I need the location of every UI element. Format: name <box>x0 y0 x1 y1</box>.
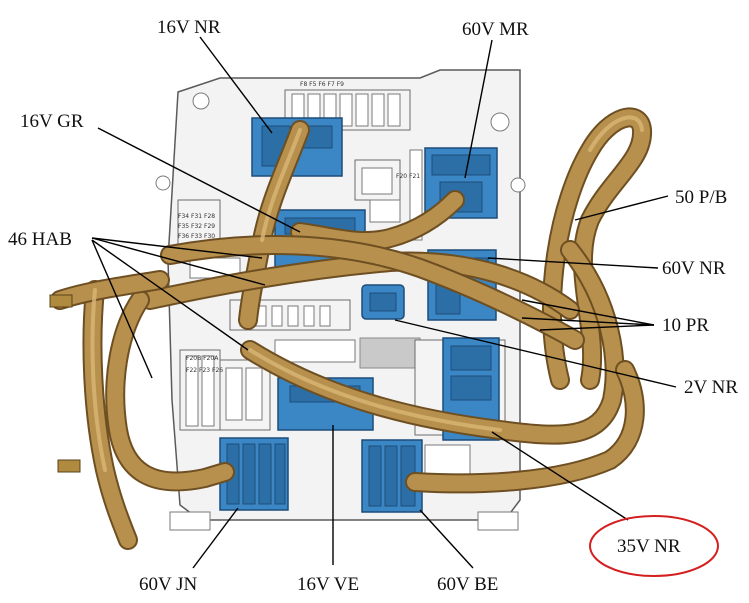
svg-text:F20 F21: F20 F21 <box>396 173 420 180</box>
label-46-hab: 46 HAB <box>8 229 72 250</box>
highlight-circle <box>589 515 719 577</box>
svg-text:F34 F31 F28: F34 F31 F28 <box>178 213 215 220</box>
mounting-hole <box>490 112 510 132</box>
label-60v-mr: 60V MR <box>462 19 529 40</box>
svg-text:F22 F23 F26: F22 F23 F26 <box>186 367 223 374</box>
svg-text:F8 F5 F6 F7 F9: F8 F5 F6 F7 F9 <box>300 81 344 88</box>
label-50-pb: 50 P/B <box>675 187 727 208</box>
mounting-tab <box>169 511 211 531</box>
label-60v-nr: 60V NR <box>662 258 726 279</box>
label-10-pr: 10 PR <box>662 315 709 336</box>
label-16v-gr: 16V GR <box>20 111 84 132</box>
mounting-hole <box>510 177 526 193</box>
svg-text:F20B F20A: F20B F20A <box>186 355 219 362</box>
svg-text:F36 F33 F30: F36 F33 F30 <box>178 233 215 240</box>
label-60v-jn: 60V JN <box>139 574 198 595</box>
mounting-hole <box>155 175 171 191</box>
label-60v-be: 60V BE <box>437 574 498 595</box>
label-2v-nr: 2V NR <box>684 377 738 398</box>
leader-lines <box>91 36 677 569</box>
fuse-markings: F34 F31 F28 F35 F32 F29 F36 F33 F30 F20B… <box>178 81 420 374</box>
mounting-tab <box>477 511 519 531</box>
label-35v-nr: 35V NR <box>617 536 681 557</box>
mounting-bolt <box>49 294 81 473</box>
mounting-hole <box>192 92 210 110</box>
svg-text:F35 F32 F29: F35 F32 F29 <box>178 223 215 230</box>
label-16v-nr-top: 16V NR <box>157 17 221 38</box>
label-16v-ve: 16V VE <box>297 574 359 595</box>
connector-2v-nr <box>361 284 405 320</box>
